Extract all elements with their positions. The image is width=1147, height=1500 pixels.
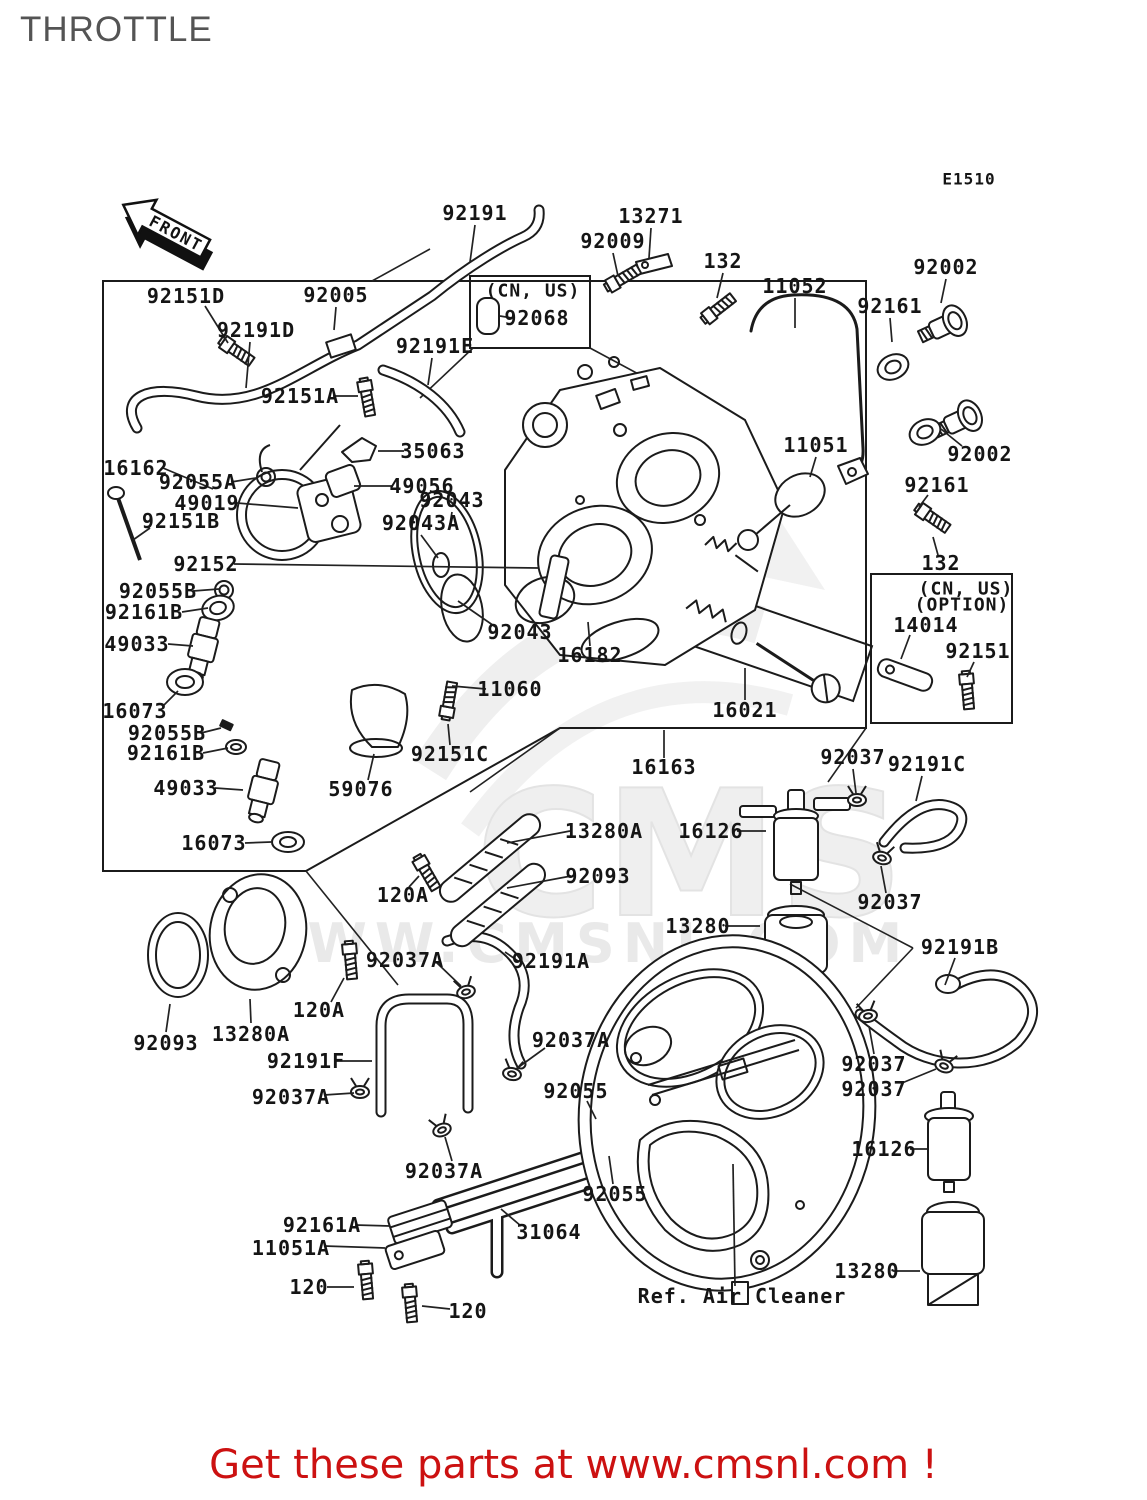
part-label-92191f: 92191F [266,1049,346,1073]
part-label-92037a: 92037A [404,1159,484,1183]
part-label-13280: 13280 [834,1259,900,1283]
page-title: THROTTLE [20,10,213,49]
part-label-16021: 16021 [712,698,778,722]
watermark-brand: CMS [476,754,905,957]
part-label-120a: 120A [376,883,430,907]
part-label-120a: 120A [292,998,346,1022]
part-label-49033: 49033 [153,776,219,800]
part-label-16073: 16073 [181,831,247,855]
part-label-11060: 11060 [477,677,543,701]
part-label-92191b: 92191B [920,935,1000,959]
part-label-92093: 92093 [133,1031,199,1055]
footer-promo-text[interactable]: Get these parts at www.cmsnl.com ! [209,1442,938,1488]
part-label-92151a: 92151A [260,384,340,408]
part-label-92093: 92093 [565,864,631,888]
part-label-92068: 92068 [504,306,570,330]
part-label-13280a: 13280A [564,819,644,843]
part-label-92009: 92009 [580,229,646,253]
part-label-92151: 92151 [945,639,1011,663]
part-label-59076: 59076 [328,777,394,801]
part-label-92161: 92161 [857,294,923,318]
part-label-92037: 92037 [841,1077,907,1101]
part-label-92055b: 92055B [118,579,198,603]
part-label-92191: 92191 [442,201,508,225]
part-label-92037: 92037 [841,1052,907,1076]
part-label-92151d: 92151D [146,284,226,308]
part-label-92037: 92037 [820,745,886,769]
part-label-16126: 16126 [851,1137,917,1161]
part-label-35063: 35063 [400,439,466,463]
part-label-92161b: 92161B [104,600,184,624]
part-label-option: (OPTION) [914,594,1010,616]
part-label-132: 132 [703,249,743,273]
part-label-ref-air-cleaner: Ref. Air Cleaner [637,1284,847,1308]
explosion-lines [305,248,914,1009]
part-label-92055: 92055 [582,1182,648,1206]
part-label-120: 120 [289,1275,329,1299]
part-label-92161: 92161 [904,473,970,497]
part-label-cn-us: (CN, US) [918,578,1014,600]
front-arrow: FRONT [121,198,214,271]
part-label-92055: 92055 [543,1079,609,1103]
part-label-92043: 92043 [487,620,553,644]
part-label-16182: 16182 [557,643,623,667]
part-label-132: 132 [921,551,961,575]
part-label-92055b: 92055B [127,721,207,745]
part-label-e1510: E1510 [942,169,996,189]
part-label-13280a: 13280A [211,1022,291,1046]
part-label-92037a: 92037A [365,948,445,972]
part-label-92002: 92002 [947,442,1013,466]
part-label-92037a: 92037A [531,1028,611,1052]
part-label-31064: 31064 [516,1220,582,1244]
part-label-49033: 49033 [104,632,170,656]
part-label-11051a: 11051A [251,1236,331,1260]
part-label-92043: 92043 [419,488,485,512]
part-label-92055a: 92055A [158,470,238,494]
part-label-11051: 11051 [783,433,849,457]
part-label-11052: 11052 [762,274,828,298]
part-label-92151c: 92151C [410,742,490,766]
part-label-49019: 49019 [174,491,240,515]
part-label-92161b: 92161B [126,741,206,765]
part-label-16162: 16162 [103,456,169,480]
part-label-16073: 16073 [102,699,168,723]
part-label-92037: 92037 [857,890,923,914]
part-label-14014: 14014 [893,613,959,637]
part-label-92043a: 92043A [381,511,461,535]
part-label-92037a: 92037A [251,1085,331,1109]
parts [107,253,988,1324]
part-label-92002: 92002 [913,255,979,279]
part-label-120: 120 [448,1299,488,1323]
part-label-92151b: 92151B [141,509,221,533]
part-label-13280: 13280 [665,914,731,938]
part-label-49056: 49056 [389,474,455,498]
part-label-92152: 92152 [173,552,239,576]
part-label-cn-us: (CN, US) [485,280,581,302]
part-label-92005: 92005 [303,283,369,307]
part-label-92191c: 92191C [887,752,967,776]
part-label-92191d: 92191D [216,318,296,342]
leader-lines [132,224,975,1310]
part-label-16163: 16163 [631,755,697,779]
part-label-92191a: 92191A [511,949,591,973]
part-label-92161a: 92161A [282,1213,362,1237]
part-label-16126: 16126 [678,819,744,843]
part-label-13271: 13271 [618,204,684,228]
part-label-92191e: 92191E [395,334,475,358]
